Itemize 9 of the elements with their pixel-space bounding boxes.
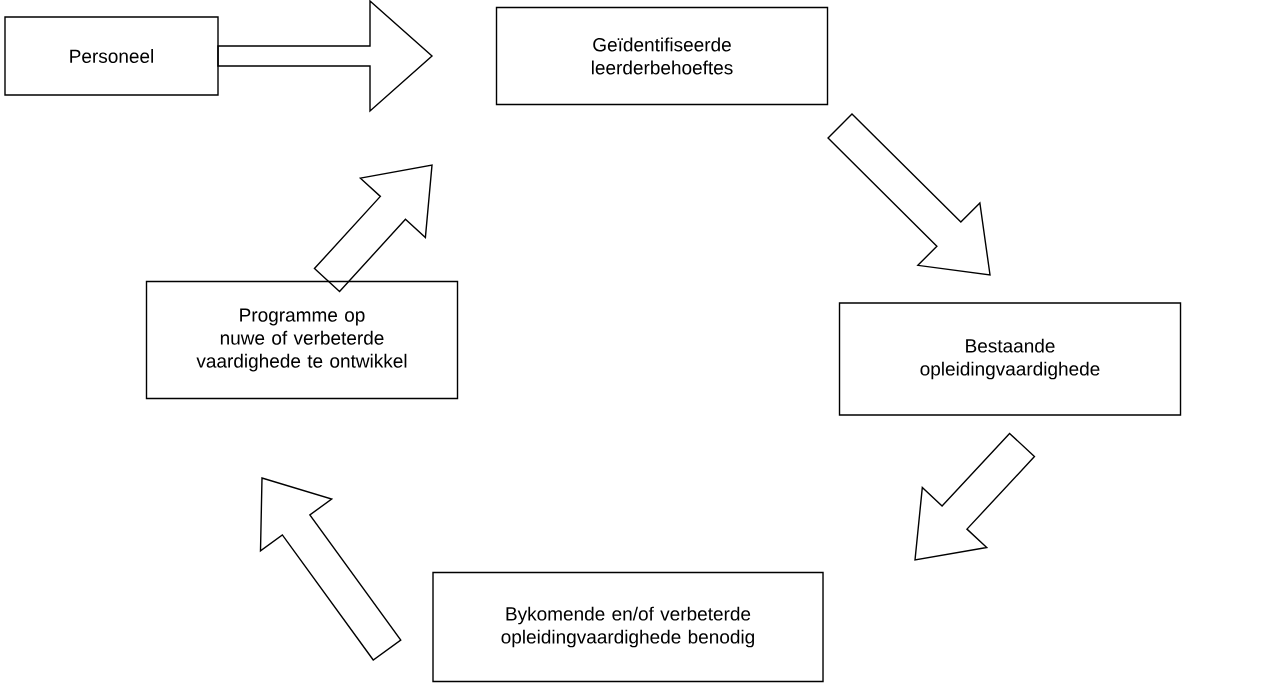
process-box: Programme op nuwe of verbeterde vaardighede te ontwikkel bbox=[145, 280, 459, 400]
process-box: Personeel bbox=[4, 16, 219, 96]
block-arrow bbox=[914, 432, 1036, 561]
block-arrow bbox=[217, 0, 434, 113]
block-arrow bbox=[313, 164, 433, 293]
process-box: Geïdentifiseerde leerderbehoeftes bbox=[495, 6, 829, 106]
process-box: Bestaande opleidingvaardighede bbox=[838, 302, 1182, 416]
block-arrow bbox=[259, 477, 402, 661]
process-box: Bykomende en/of verbeterde opleidingvaardighede benodig bbox=[432, 571, 824, 683]
